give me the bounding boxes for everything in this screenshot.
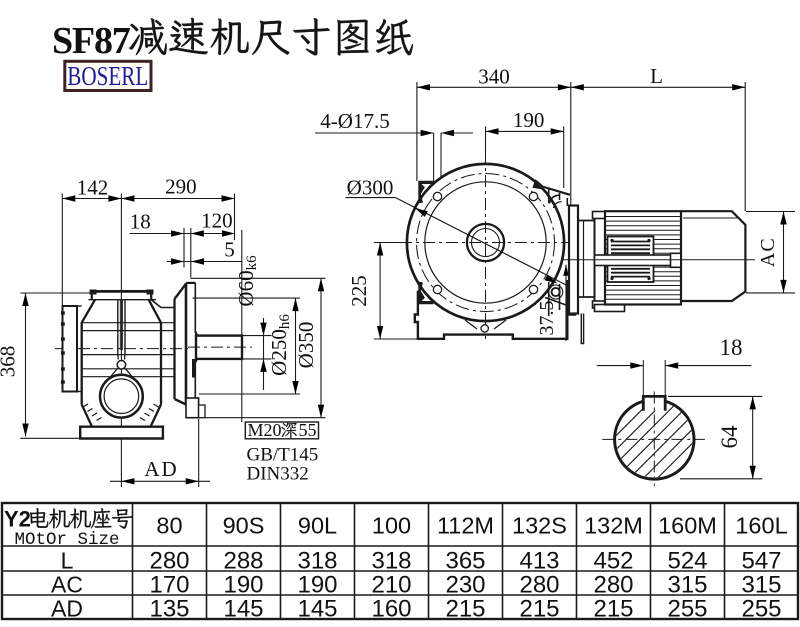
svg-text:290: 290 — [165, 175, 197, 199]
svg-text:120: 120 — [201, 209, 233, 233]
svg-text:225: 225 — [347, 275, 371, 307]
svg-text:190: 190 — [297, 572, 337, 599]
svg-text:55: 55 — [299, 420, 317, 440]
svg-text:SF87: SF87 — [52, 20, 131, 62]
svg-text:210: 210 — [371, 572, 411, 599]
svg-text:368: 368 — [0, 346, 20, 378]
svg-text:190: 190 — [223, 572, 263, 599]
svg-text:GB/T145: GB/T145 — [247, 445, 319, 466]
svg-text:90L: 90L — [298, 513, 337, 539]
svg-text:132S: 132S — [512, 513, 567, 539]
svg-text:280: 280 — [593, 572, 633, 599]
svg-text:L: L — [61, 548, 74, 574]
svg-text:AD: AD — [51, 596, 83, 622]
svg-text:255: 255 — [741, 596, 781, 623]
svg-text:Ø300: Ø300 — [347, 175, 394, 199]
svg-text:160: 160 — [371, 596, 411, 623]
svg-text:135: 135 — [149, 596, 189, 623]
svg-text:L: L — [650, 64, 663, 88]
svg-text:AC: AC — [51, 572, 83, 598]
svg-text:340: 340 — [478, 64, 510, 88]
svg-text:215: 215 — [593, 596, 633, 623]
svg-text:145: 145 — [223, 596, 263, 623]
svg-text:AC: AC — [757, 237, 779, 267]
svg-text:413: 413 — [519, 548, 559, 575]
svg-text:132M: 132M — [584, 513, 643, 539]
svg-text:315: 315 — [741, 572, 781, 599]
svg-text:452: 452 — [593, 548, 633, 575]
svg-text:100: 100 — [372, 513, 411, 539]
svg-text:365: 365 — [445, 548, 485, 575]
svg-text:Y2: Y2 — [4, 507, 31, 532]
svg-text:BOSERL: BOSERL — [67, 61, 148, 91]
svg-text:90S: 90S — [223, 513, 265, 539]
svg-text:Ø350: Ø350 — [294, 322, 318, 369]
svg-text:DIN332: DIN332 — [247, 464, 309, 485]
svg-text:5: 5 — [224, 238, 235, 262]
svg-text:280: 280 — [149, 548, 189, 575]
svg-text:18: 18 — [130, 210, 151, 234]
svg-text:280: 280 — [519, 572, 559, 599]
svg-text:170: 170 — [149, 572, 189, 599]
svg-text:18: 18 — [720, 335, 743, 360]
svg-text:145: 145 — [297, 596, 337, 623]
svg-text:MOtOr Size: MOtOr Size — [14, 530, 119, 550]
svg-text:160M: 160M — [658, 513, 717, 539]
svg-text:547: 547 — [741, 548, 781, 575]
svg-text:215: 215 — [519, 596, 559, 623]
svg-text:318: 318 — [297, 548, 337, 575]
svg-text:160L: 160L — [735, 513, 787, 539]
svg-text:318: 318 — [371, 548, 411, 575]
svg-text:142: 142 — [77, 176, 109, 200]
svg-text:37.5: 37.5 — [536, 301, 558, 336]
svg-text:288: 288 — [223, 548, 263, 575]
svg-text:80: 80 — [156, 513, 182, 539]
svg-text:215: 215 — [445, 596, 485, 623]
svg-text:4-Ø17.5: 4-Ø17.5 — [320, 109, 389, 133]
svg-text:315: 315 — [667, 572, 707, 599]
svg-text:112M: 112M — [437, 513, 494, 539]
svg-text:524: 524 — [667, 548, 707, 575]
svg-text:190: 190 — [513, 108, 545, 132]
svg-text:230: 230 — [445, 572, 485, 599]
svg-text:64: 64 — [717, 425, 742, 449]
svg-text:M20: M20 — [248, 420, 282, 440]
svg-text:AD: AD — [144, 457, 178, 481]
svg-text:255: 255 — [667, 596, 707, 623]
